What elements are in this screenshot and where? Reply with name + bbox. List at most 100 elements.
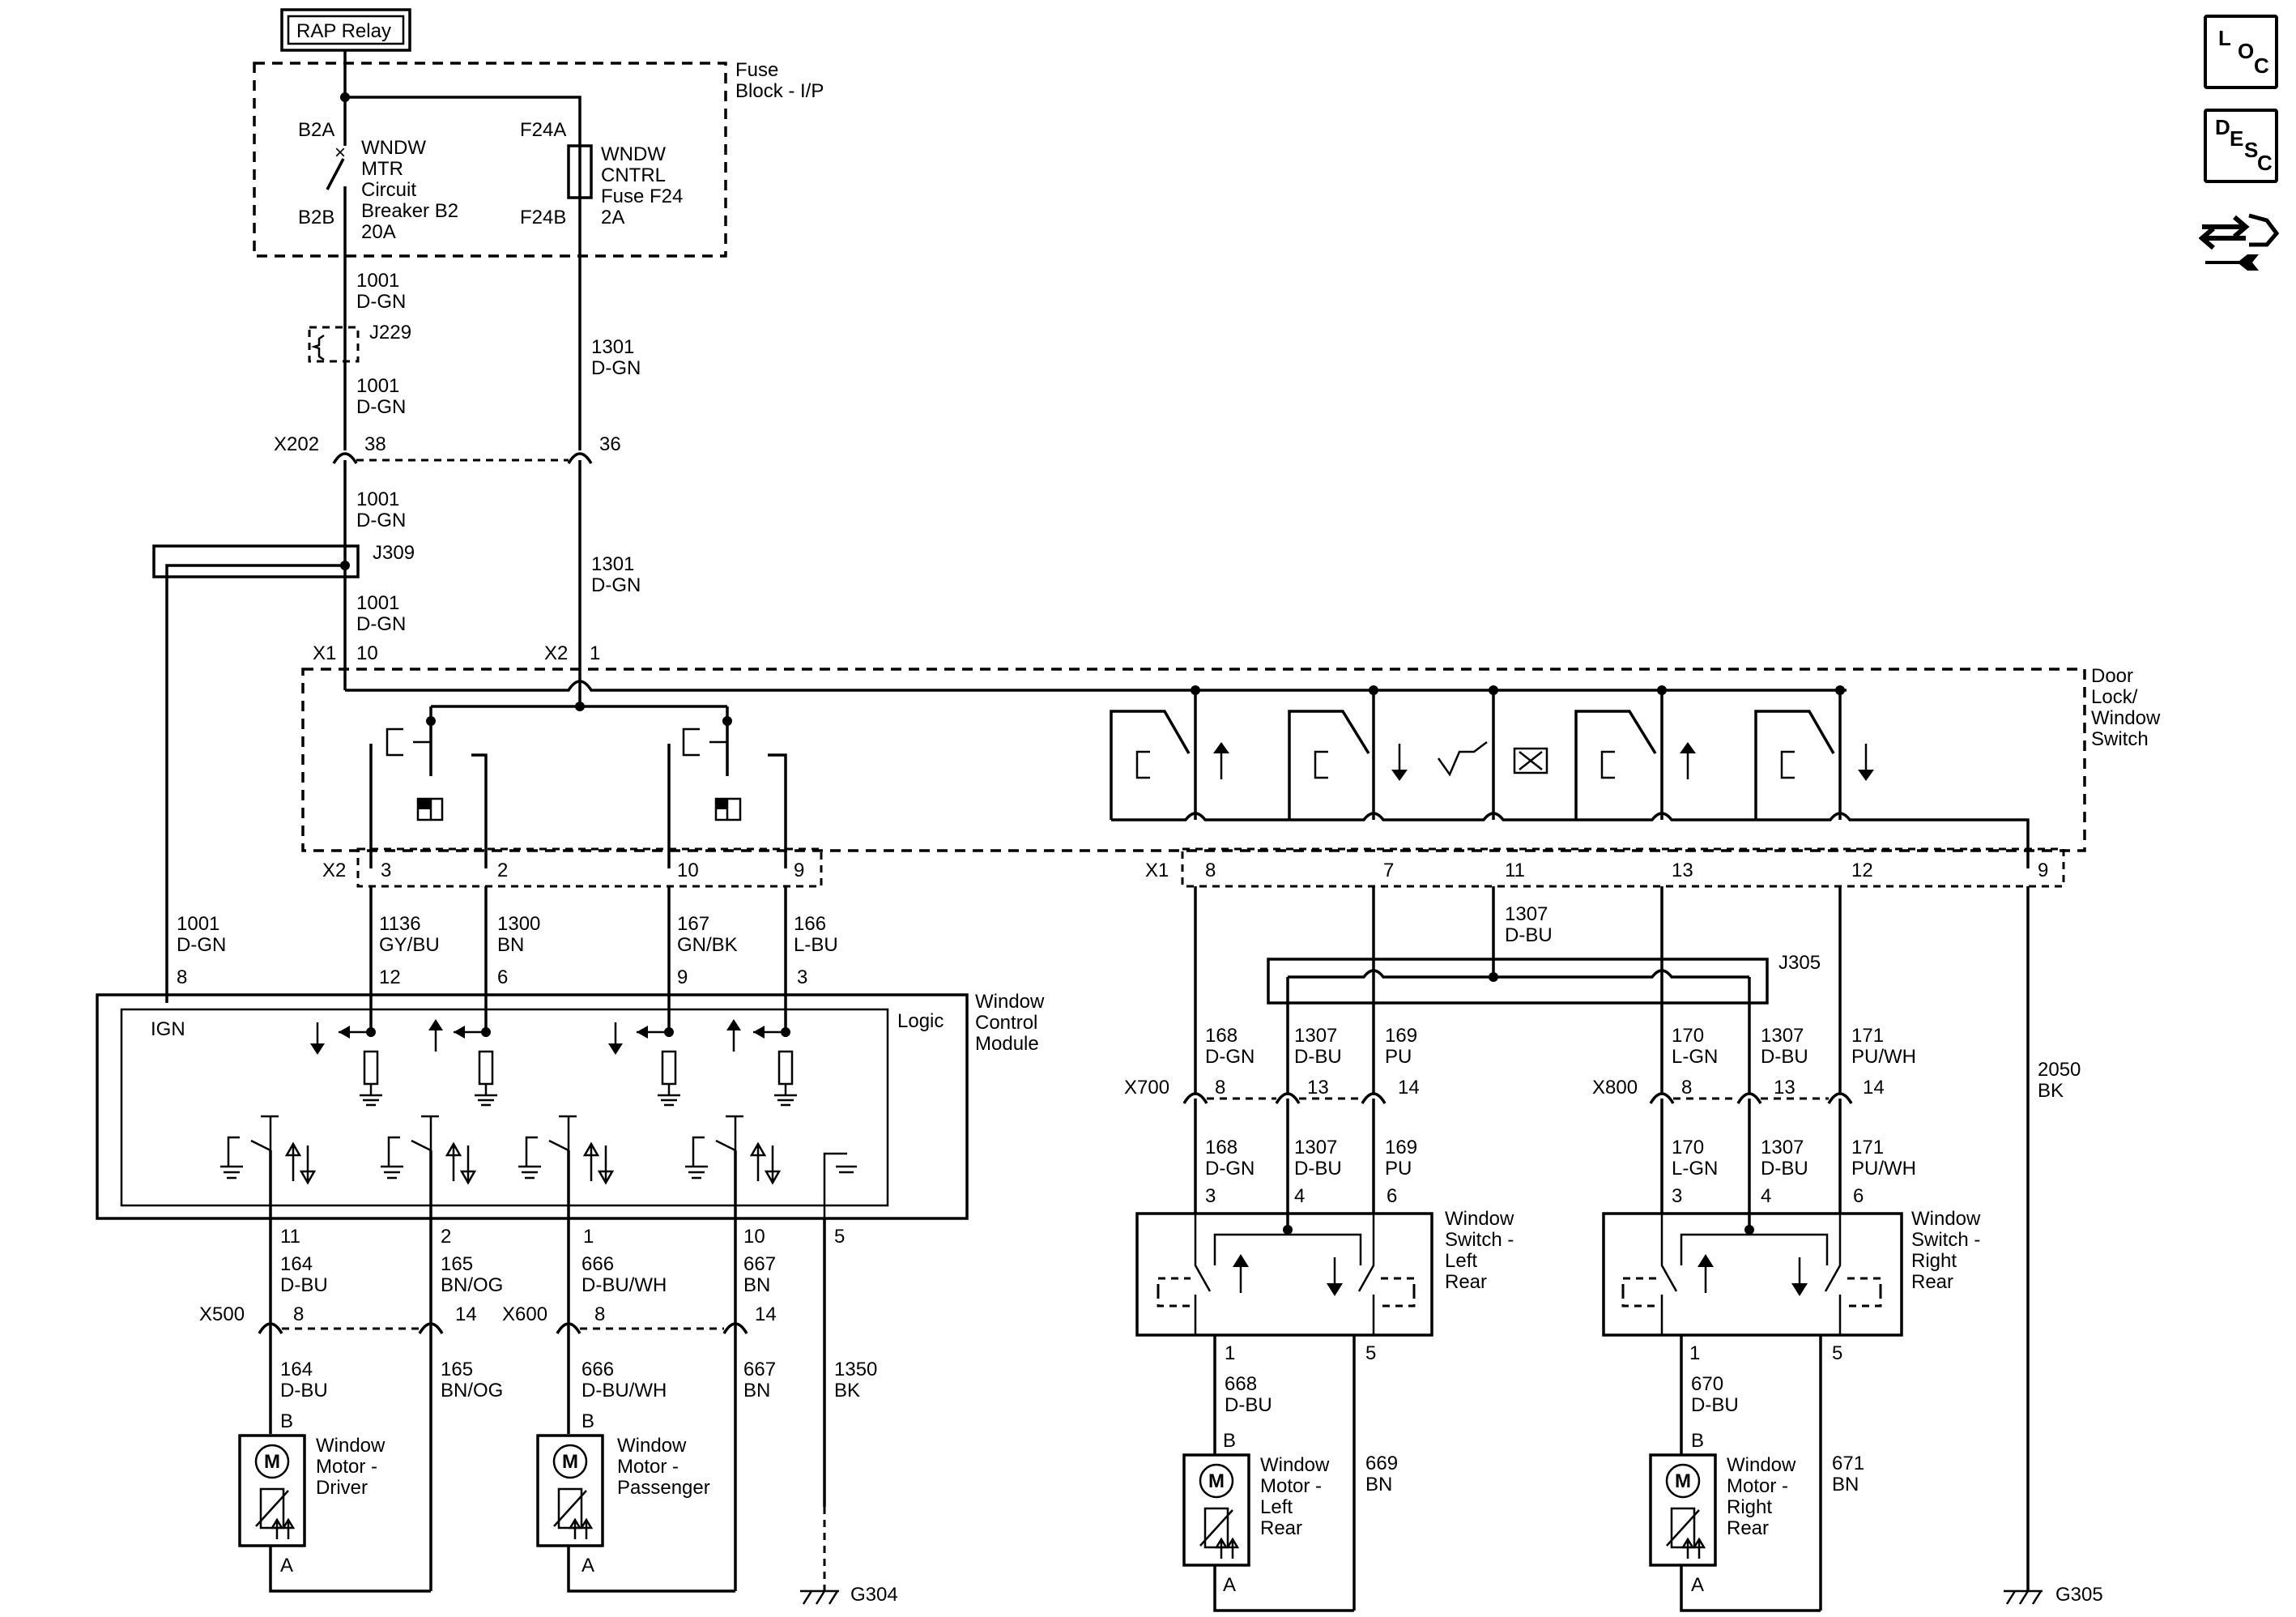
wire-1307-b-col: D-BU bbox=[1761, 1046, 1808, 1068]
door-switch-label-1: Door bbox=[2091, 665, 2133, 687]
x1-pin-11: 11 bbox=[1505, 860, 1525, 881]
x1-top-label: X1 bbox=[313, 642, 336, 664]
wire-1001-a-col: D-GN bbox=[356, 291, 406, 313]
x2-top-label: X2 bbox=[544, 642, 568, 664]
wcm-pin-9: 9 bbox=[677, 966, 688, 988]
wire-171-a-col: PU/WH bbox=[1851, 1046, 1916, 1068]
j229-label: J229 bbox=[369, 322, 411, 343]
cb-text-3: Circuit bbox=[361, 179, 416, 201]
rr-pin-a: A bbox=[1691, 1574, 1704, 1596]
wire-2050-num: 2050 bbox=[2038, 1059, 2081, 1081]
x500-pin-14: 14 bbox=[455, 1303, 477, 1325]
wire-165-b-col: BN/OG bbox=[441, 1380, 503, 1402]
door-switch-outline bbox=[301, 668, 2086, 852]
right-switch-bank bbox=[1110, 685, 2030, 868]
wire-164-a-col: D-BU bbox=[280, 1274, 328, 1296]
sw-lr-label-4: Rear bbox=[1445, 1271, 1487, 1293]
wire-1001-c-col: D-GN bbox=[356, 510, 406, 531]
fuse-text-1: WNDW bbox=[601, 143, 666, 165]
x700-connector bbox=[1182, 1092, 1387, 1104]
j309-label: J309 bbox=[373, 542, 415, 564]
x1-top-pin: 10 bbox=[356, 642, 378, 664]
wire-671-num: 671 bbox=[1832, 1453, 1864, 1474]
driver-pin-b: B bbox=[280, 1410, 293, 1432]
door-switch-label-4: Switch bbox=[2091, 728, 2149, 750]
desc-letter-c: C bbox=[2257, 151, 2273, 175]
x2-pin-3: 3 bbox=[381, 860, 391, 881]
wire-1307-c-num: 1307 bbox=[1294, 1137, 1337, 1158]
wcm-input-circuits bbox=[310, 1019, 797, 1107]
x1-pin-12: 12 bbox=[1851, 860, 1873, 881]
wire-171-a-num: 171 bbox=[1851, 1025, 1884, 1047]
x700-pin-14: 14 bbox=[1398, 1077, 1420, 1099]
x202-pin-36: 36 bbox=[599, 433, 621, 455]
wire-169-b-col: PU bbox=[1385, 1158, 1412, 1180]
wire-164-b-col: D-BU bbox=[280, 1380, 328, 1402]
wire-1301-a-num: 1301 bbox=[591, 336, 634, 358]
fuse-text-2: CNTRL bbox=[601, 164, 666, 186]
sw-rr-label-2: Switch - bbox=[1911, 1229, 1980, 1251]
connector-wrench-icon[interactable] bbox=[2198, 209, 2280, 282]
wire-1307-top-col: D-BU bbox=[1505, 924, 1553, 946]
fuse-text-4: 2A bbox=[601, 207, 624, 228]
loc-button[interactable]: L O C bbox=[2204, 15, 2278, 89]
sw-lr-label-3: Left bbox=[1445, 1250, 1477, 1272]
wcm-pin-11: 11 bbox=[280, 1226, 300, 1248]
fuse-f24 bbox=[567, 144, 593, 256]
sw-rr-pin-3: 3 bbox=[1672, 1185, 1682, 1207]
sw-rr-label-3: Right bbox=[1911, 1250, 1957, 1272]
motor-passenger-m: M bbox=[562, 1451, 578, 1473]
b2b-label: B2B bbox=[298, 207, 334, 228]
wire-1307-d-col: D-BU bbox=[1761, 1158, 1808, 1180]
door-switch-label-3: Window bbox=[2091, 707, 2161, 729]
x1-pin-8: 8 bbox=[1205, 860, 1216, 881]
motor-rr-4: Rear bbox=[1727, 1517, 1769, 1539]
passenger-switch-internal bbox=[682, 727, 787, 868]
j229-connector bbox=[308, 326, 360, 363]
wcm-label-1: Window bbox=[975, 991, 1045, 1013]
x2-top-pin: 1 bbox=[590, 642, 600, 664]
wire-171-b-col: PU/WH bbox=[1851, 1158, 1916, 1180]
window-switch-left-rear bbox=[1135, 1212, 1433, 1337]
wire-666-a-num: 666 bbox=[581, 1253, 614, 1275]
fuse-block-label-1: Fuse bbox=[735, 59, 778, 81]
wcm-label-3: Module bbox=[975, 1033, 1039, 1055]
wcm-pin-12: 12 bbox=[379, 966, 401, 988]
loc-letter-o: O bbox=[2238, 39, 2255, 63]
wire-1001-b-num: 1001 bbox=[356, 375, 399, 397]
circuit-breaker-b2: × bbox=[326, 142, 347, 256]
window-motor-passenger: M bbox=[536, 1434, 604, 1547]
wire-164-a-num: 164 bbox=[280, 1253, 313, 1275]
x600-label: X600 bbox=[502, 1303, 547, 1325]
x1-bottom-label: X1 bbox=[1145, 860, 1169, 881]
wire-170-a-num: 170 bbox=[1672, 1025, 1704, 1047]
lr-pin-a: A bbox=[1223, 1574, 1236, 1596]
wcm-pin-10: 10 bbox=[743, 1226, 765, 1248]
motor-lr-4: Rear bbox=[1260, 1517, 1302, 1539]
motor-passenger-1: Window bbox=[617, 1435, 687, 1457]
wire-1301-b-num: 1301 bbox=[591, 553, 634, 575]
x700-pin-8: 8 bbox=[1215, 1077, 1225, 1099]
wire-166-col: L-BU bbox=[794, 934, 838, 956]
x800-pin-8: 8 bbox=[1681, 1077, 1692, 1099]
x700-label: X700 bbox=[1124, 1077, 1169, 1099]
desc-button[interactable]: D E S C bbox=[2204, 109, 2278, 183]
sw-rr-pin-4: 4 bbox=[1761, 1185, 1771, 1207]
motor-driver-1: Window bbox=[316, 1435, 386, 1457]
door-switch-label-2: Lock/ bbox=[2091, 686, 2138, 708]
wire-168-a-num: 168 bbox=[1205, 1025, 1237, 1047]
wcm-label-2: Control bbox=[975, 1012, 1037, 1034]
passenger-pin-a: A bbox=[581, 1555, 594, 1576]
g305-label: G305 bbox=[2055, 1584, 2103, 1606]
x2-pin-2: 2 bbox=[497, 860, 508, 881]
x1-pin-13: 13 bbox=[1672, 860, 1693, 881]
logic-label: Logic bbox=[897, 1010, 944, 1032]
x500-pin-8: 8 bbox=[293, 1303, 304, 1325]
fuse-block-outline bbox=[253, 62, 727, 258]
fuse-text-3: Fuse F24 bbox=[601, 186, 683, 207]
sw-lr-pin-1: 1 bbox=[1225, 1342, 1235, 1364]
motor-lr-m: M bbox=[1208, 1470, 1225, 1492]
wire-667-a-num: 667 bbox=[743, 1253, 776, 1275]
sw-lr-label-2: Switch - bbox=[1445, 1229, 1514, 1251]
desc-letter-d: D bbox=[2215, 115, 2230, 139]
